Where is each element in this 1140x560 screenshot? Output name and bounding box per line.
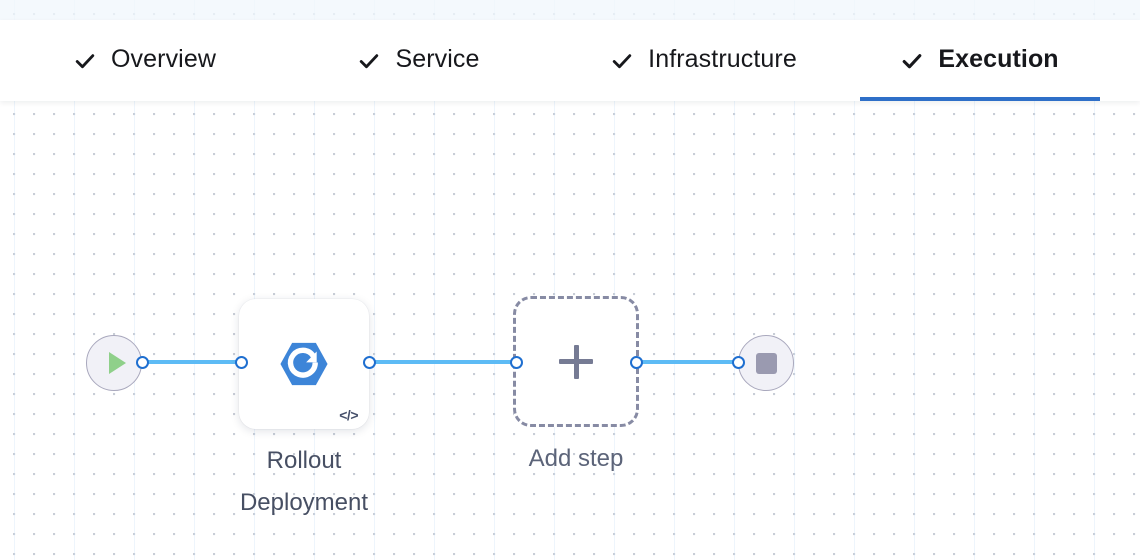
tab-active-underline bbox=[860, 97, 1100, 101]
tab-infrastructure[interactable]: Infrastructure bbox=[548, 20, 860, 101]
add-step-button[interactable] bbox=[513, 296, 639, 427]
check-icon bbox=[74, 50, 96, 72]
stage-tab-bar: Overview Service Infrastructure bbox=[0, 20, 1140, 101]
canvas-top-strip bbox=[0, 0, 1140, 20]
check-icon bbox=[358, 50, 380, 72]
play-icon bbox=[108, 352, 126, 374]
port-rollout-input[interactable] bbox=[234, 355, 248, 369]
tab-execution[interactable]: Execution bbox=[860, 20, 1100, 101]
plus-icon bbox=[559, 344, 593, 379]
edge-start-to-rollout[interactable] bbox=[138, 360, 246, 364]
stop-icon bbox=[755, 352, 777, 374]
tab-infrastructure-label: Infrastructure bbox=[648, 45, 797, 73]
tab-overview[interactable]: Overview bbox=[0, 20, 290, 101]
tab-service-label: Service bbox=[395, 45, 480, 73]
tab-overview-label: Overview bbox=[111, 45, 216, 73]
code-badge: </> bbox=[339, 407, 358, 423]
execution-flow-graph: </> Rollout Deployment Add step bbox=[0, 101, 1140, 560]
flow-end-node[interactable] bbox=[738, 335, 794, 391]
port-start-output[interactable] bbox=[135, 355, 149, 369]
port-addstep-output[interactable] bbox=[629, 355, 643, 369]
add-step-label: Add step bbox=[528, 445, 624, 472]
rollout-deployment-icon bbox=[278, 338, 330, 390]
check-icon bbox=[901, 50, 923, 72]
edge-rollout-to-addstep[interactable] bbox=[364, 360, 520, 364]
check-icon bbox=[611, 50, 633, 72]
step-node-rollout-deployment[interactable]: </> bbox=[239, 299, 369, 429]
edge-addstep-to-end[interactable] bbox=[632, 360, 742, 364]
port-addstep-input[interactable] bbox=[509, 355, 523, 369]
tab-execution-label: Execution bbox=[938, 45, 1059, 73]
port-end-input[interactable] bbox=[731, 355, 745, 369]
port-rollout-output[interactable] bbox=[362, 355, 376, 369]
flow-start-node[interactable] bbox=[86, 335, 142, 391]
step-node-label: Rollout Deployment bbox=[239, 447, 369, 516]
tab-service[interactable]: Service bbox=[290, 20, 548, 101]
